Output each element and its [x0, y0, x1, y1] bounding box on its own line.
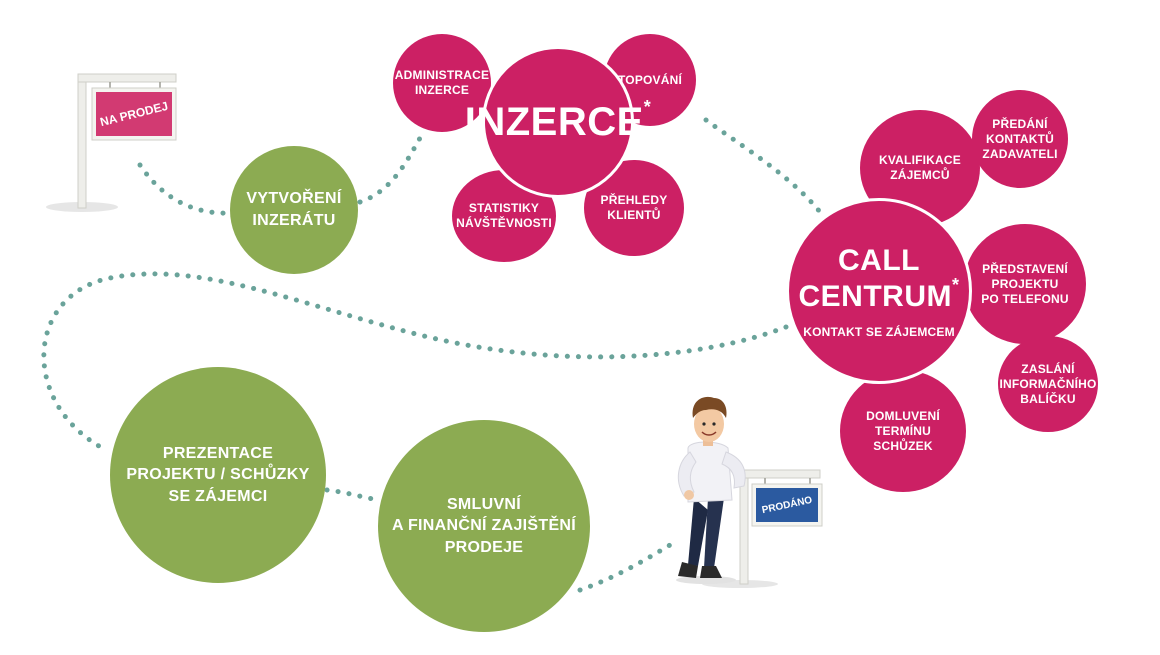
bubble-call-centrum: CALL CENTRUM* KONTAKT SE ZÁJEMCEM	[786, 198, 972, 384]
bubble-topovani-label: TOPOVÁNÍ	[617, 72, 683, 87]
inzerce-asterisk: *	[643, 97, 652, 117]
step-vytvoreni-label: VYTVOŘENÍ INZERÁTU	[246, 190, 342, 229]
bubble-inzerce: INZERCE*	[465, 46, 651, 198]
call-centrum-line1: CALL	[838, 243, 920, 277]
bubble-kvalifikace-label: KVALIFIKACE ZÁJEMCŮ	[879, 153, 961, 182]
for-sale-sign	[46, 73, 177, 212]
salesman-figure	[676, 396, 746, 584]
bubble-predstaveni-projektu: PŘEDSTAVENÍ PROJEKTU PO TELEFONU	[964, 224, 1086, 344]
bubble-zaslani-label: ZASLÁNÍ INFORMAČNÍHO BALÍČKU	[999, 361, 1097, 406]
bubble-predstaveni-label: PŘEDSTAVENÍ PROJEKTU PO TELEFONU	[981, 261, 1069, 306]
call-centrum-subtitle: KONTAKT SE ZÁJEMCEM	[803, 324, 955, 339]
bubble-prehledy-label: PŘEHLEDY KLIENTŮ	[600, 193, 668, 222]
connector-prezentace-to-smluvni	[324, 487, 381, 503]
bubble-domluveni-schuzek: DOMLUVENÍ TERMÍNU SCHŮZEK	[840, 370, 966, 492]
connector-smluvni-to-man	[577, 542, 673, 593]
bubble-predani-kontaktu: PŘEDÁNÍ KONTAKTŮ ZADAVATELI	[972, 90, 1068, 188]
connector-sign-to-vytvoreni	[137, 162, 235, 216]
step-prezentace-label: PREZENTACE PROJEKTU / SCHŮZKY SE ZÁJEMCI	[126, 444, 310, 505]
bubble-predani-label: PŘEDÁNÍ KONTAKTŮ ZADAVATELI	[982, 116, 1058, 161]
connector-vytvoreni-to-inzerce	[357, 135, 423, 205]
step-smluvni-label: SMLUVNÍ A FINANČNÍ ZAJIŠTĚNÍ PRODEJE	[391, 495, 577, 556]
bubble-inzerce-title: INZERCE*	[464, 97, 652, 144]
bubble-domluveni-label: DOMLUVENÍ TERMÍNU SCHŮZEK	[866, 408, 940, 453]
sold-sign	[702, 469, 823, 588]
step-vytvoreni-inzeratu: VYTVOŘENÍ INZERÁTU	[230, 146, 358, 274]
call-centrum-asterisk: *	[951, 274, 960, 295]
connector-callcentrum-to-prezentace	[41, 271, 789, 453]
bubble-administrace-inzerce: ADMINISTRACE INZERCE	[393, 34, 491, 132]
connector-inzerce-to-callcentrum	[703, 117, 823, 215]
step-prezentace: PREZENTACE PROJEKTU / SCHŮZKY SE ZÁJEMCI	[110, 367, 326, 583]
step-smluvni-zajisteni: SMLUVNÍ A FINANČNÍ ZAJIŠTĚNÍ PRODEJE	[378, 420, 590, 632]
bubble-statistiky-label: STATISTIKY NÁVŠTĚVNOSTI	[456, 201, 552, 230]
call-centrum-line2: CENTRUM*	[798, 274, 960, 313]
bubble-administrace-label: ADMINISTRACE INZERCE	[394, 68, 490, 97]
bubble-zaslani-balicku: ZASLÁNÍ INFORMAČNÍHO BALÍČKU	[998, 336, 1098, 432]
